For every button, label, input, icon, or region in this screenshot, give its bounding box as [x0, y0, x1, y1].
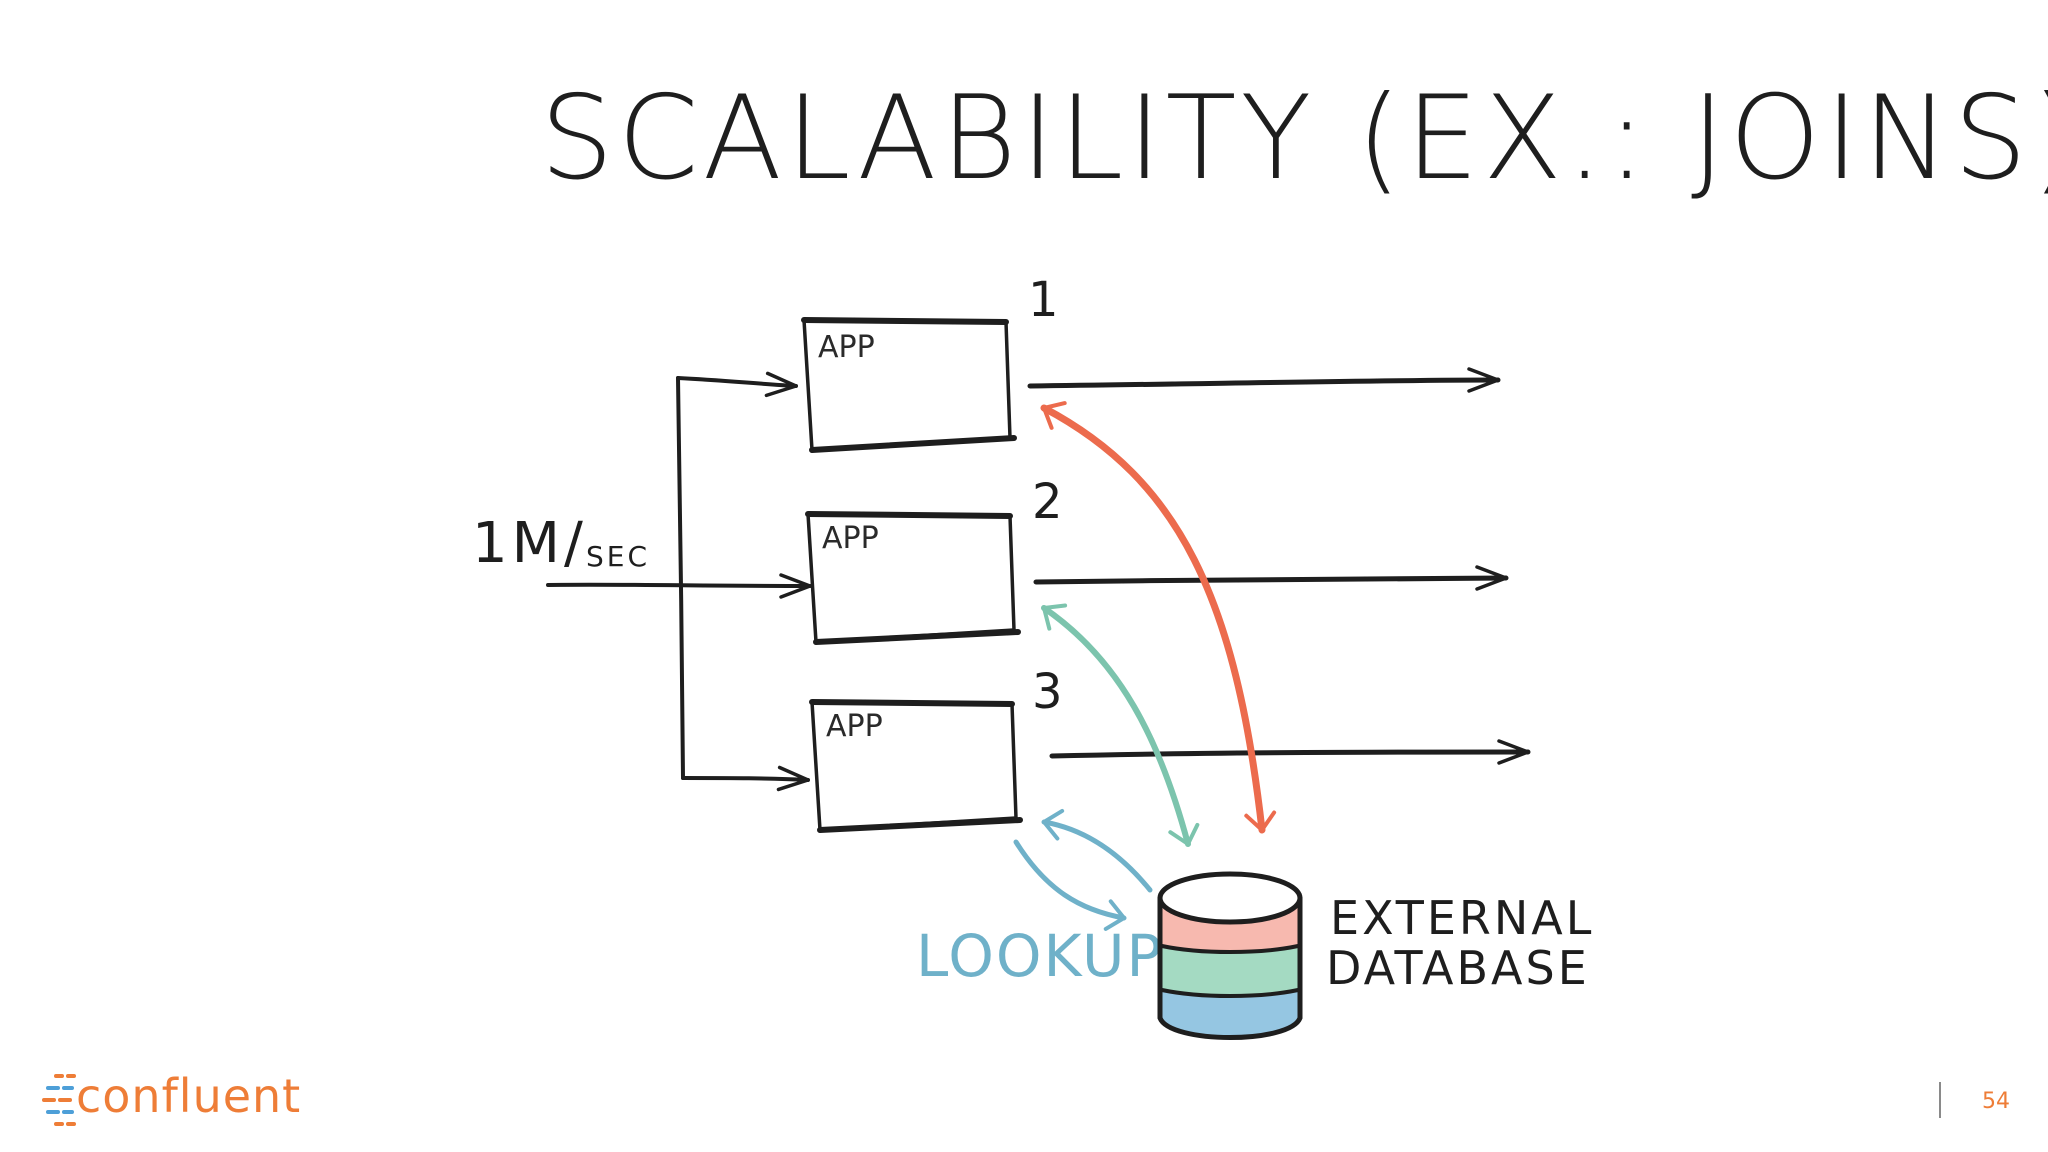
input-bus-line	[676, 376, 685, 780]
database-label-line1: EXTERNAL	[1330, 891, 1594, 945]
database-cylinder-icon	[1157, 871, 1303, 1040]
input-main-arrow	[546, 573, 812, 599]
app-box-3: APP 3	[809, 664, 1063, 833]
app-3-number: 3	[1032, 664, 1063, 720]
confluent-logo: confluent	[42, 1069, 301, 1126]
database-label: EXTERNAL DATABASE	[1326, 891, 1594, 995]
lookup-arrow-app3-out	[1013, 839, 1127, 931]
output-arrow-app3	[1049, 739, 1531, 765]
database-layer-middle	[1160, 946, 1300, 995]
input-rate-value: 1M/	[472, 511, 587, 576]
slide-title: SCALABILITY (EX.: JOINS)	[540, 71, 2048, 206]
input-arrow-app3	[681, 765, 810, 792]
database-layer-bottom	[1160, 990, 1300, 1038]
app-2-number: 2	[1032, 474, 1063, 530]
app-box-1: APP 1	[801, 272, 1059, 453]
output-arrow-app2	[1033, 565, 1509, 591]
input-stream	[546, 371, 812, 792]
input-arrow-app1	[676, 371, 798, 398]
lookup-arrows	[1013, 401, 1277, 931]
input-rate-label: 1M/ SEC	[472, 511, 650, 576]
page-number: 54	[1982, 1089, 2010, 1114]
lookup-arrow-app2	[1041, 603, 1200, 847]
database-label-line2: DATABASE	[1326, 941, 1590, 995]
app-box-2: APP 2	[805, 474, 1063, 645]
app-1-number: 1	[1028, 272, 1059, 328]
input-rate-unit: SEC	[586, 540, 650, 573]
output-streams	[1027, 367, 1531, 765]
lookup-arrow-app1	[1040, 401, 1277, 834]
lookup-arrow-app3-in	[1041, 808, 1153, 893]
confluent-logo-icon	[42, 1074, 76, 1126]
lookup-label: LOOKUP	[916, 922, 1163, 990]
app-3-label: APP	[826, 709, 883, 744]
app-1-label: APP	[818, 330, 875, 365]
confluent-wordmark: confluent	[76, 1069, 301, 1123]
app-2-label: APP	[822, 521, 879, 556]
output-arrow-app1	[1027, 367, 1501, 393]
